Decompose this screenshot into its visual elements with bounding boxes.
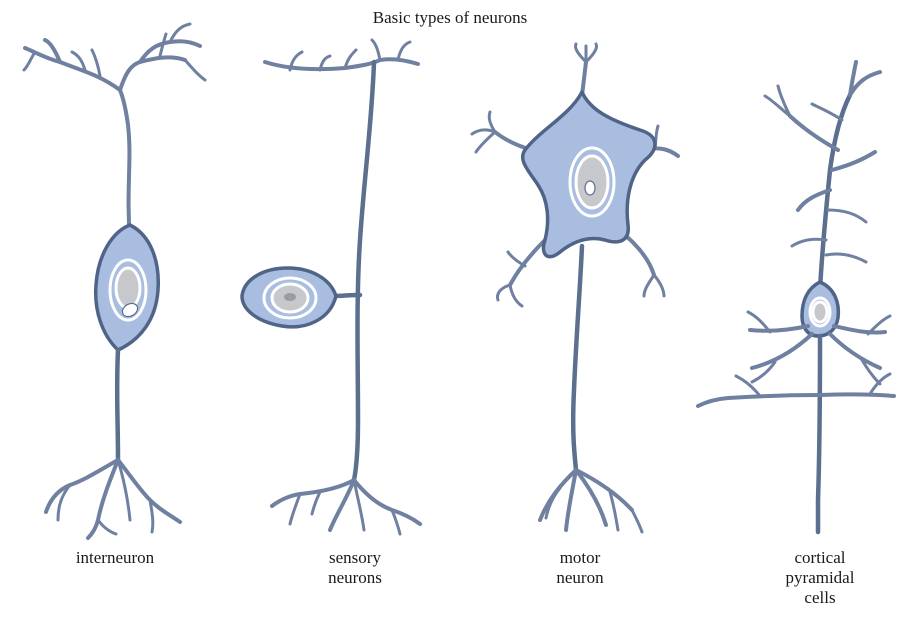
- label-cortical-pyramidal-cells: cortical pyramidal cells: [735, 548, 900, 608]
- motor-neuron-drawing: [472, 44, 678, 532]
- pyramidal-cell-drawing: [698, 62, 894, 532]
- interneuron-drawing: [24, 24, 205, 538]
- sensory-neuron-drawing: [242, 40, 420, 534]
- label-motor-neuron: motor neuron: [495, 548, 665, 588]
- label-interneuron: interneuron: [30, 548, 200, 568]
- label-sensory-neurons: sensory neurons: [270, 548, 440, 588]
